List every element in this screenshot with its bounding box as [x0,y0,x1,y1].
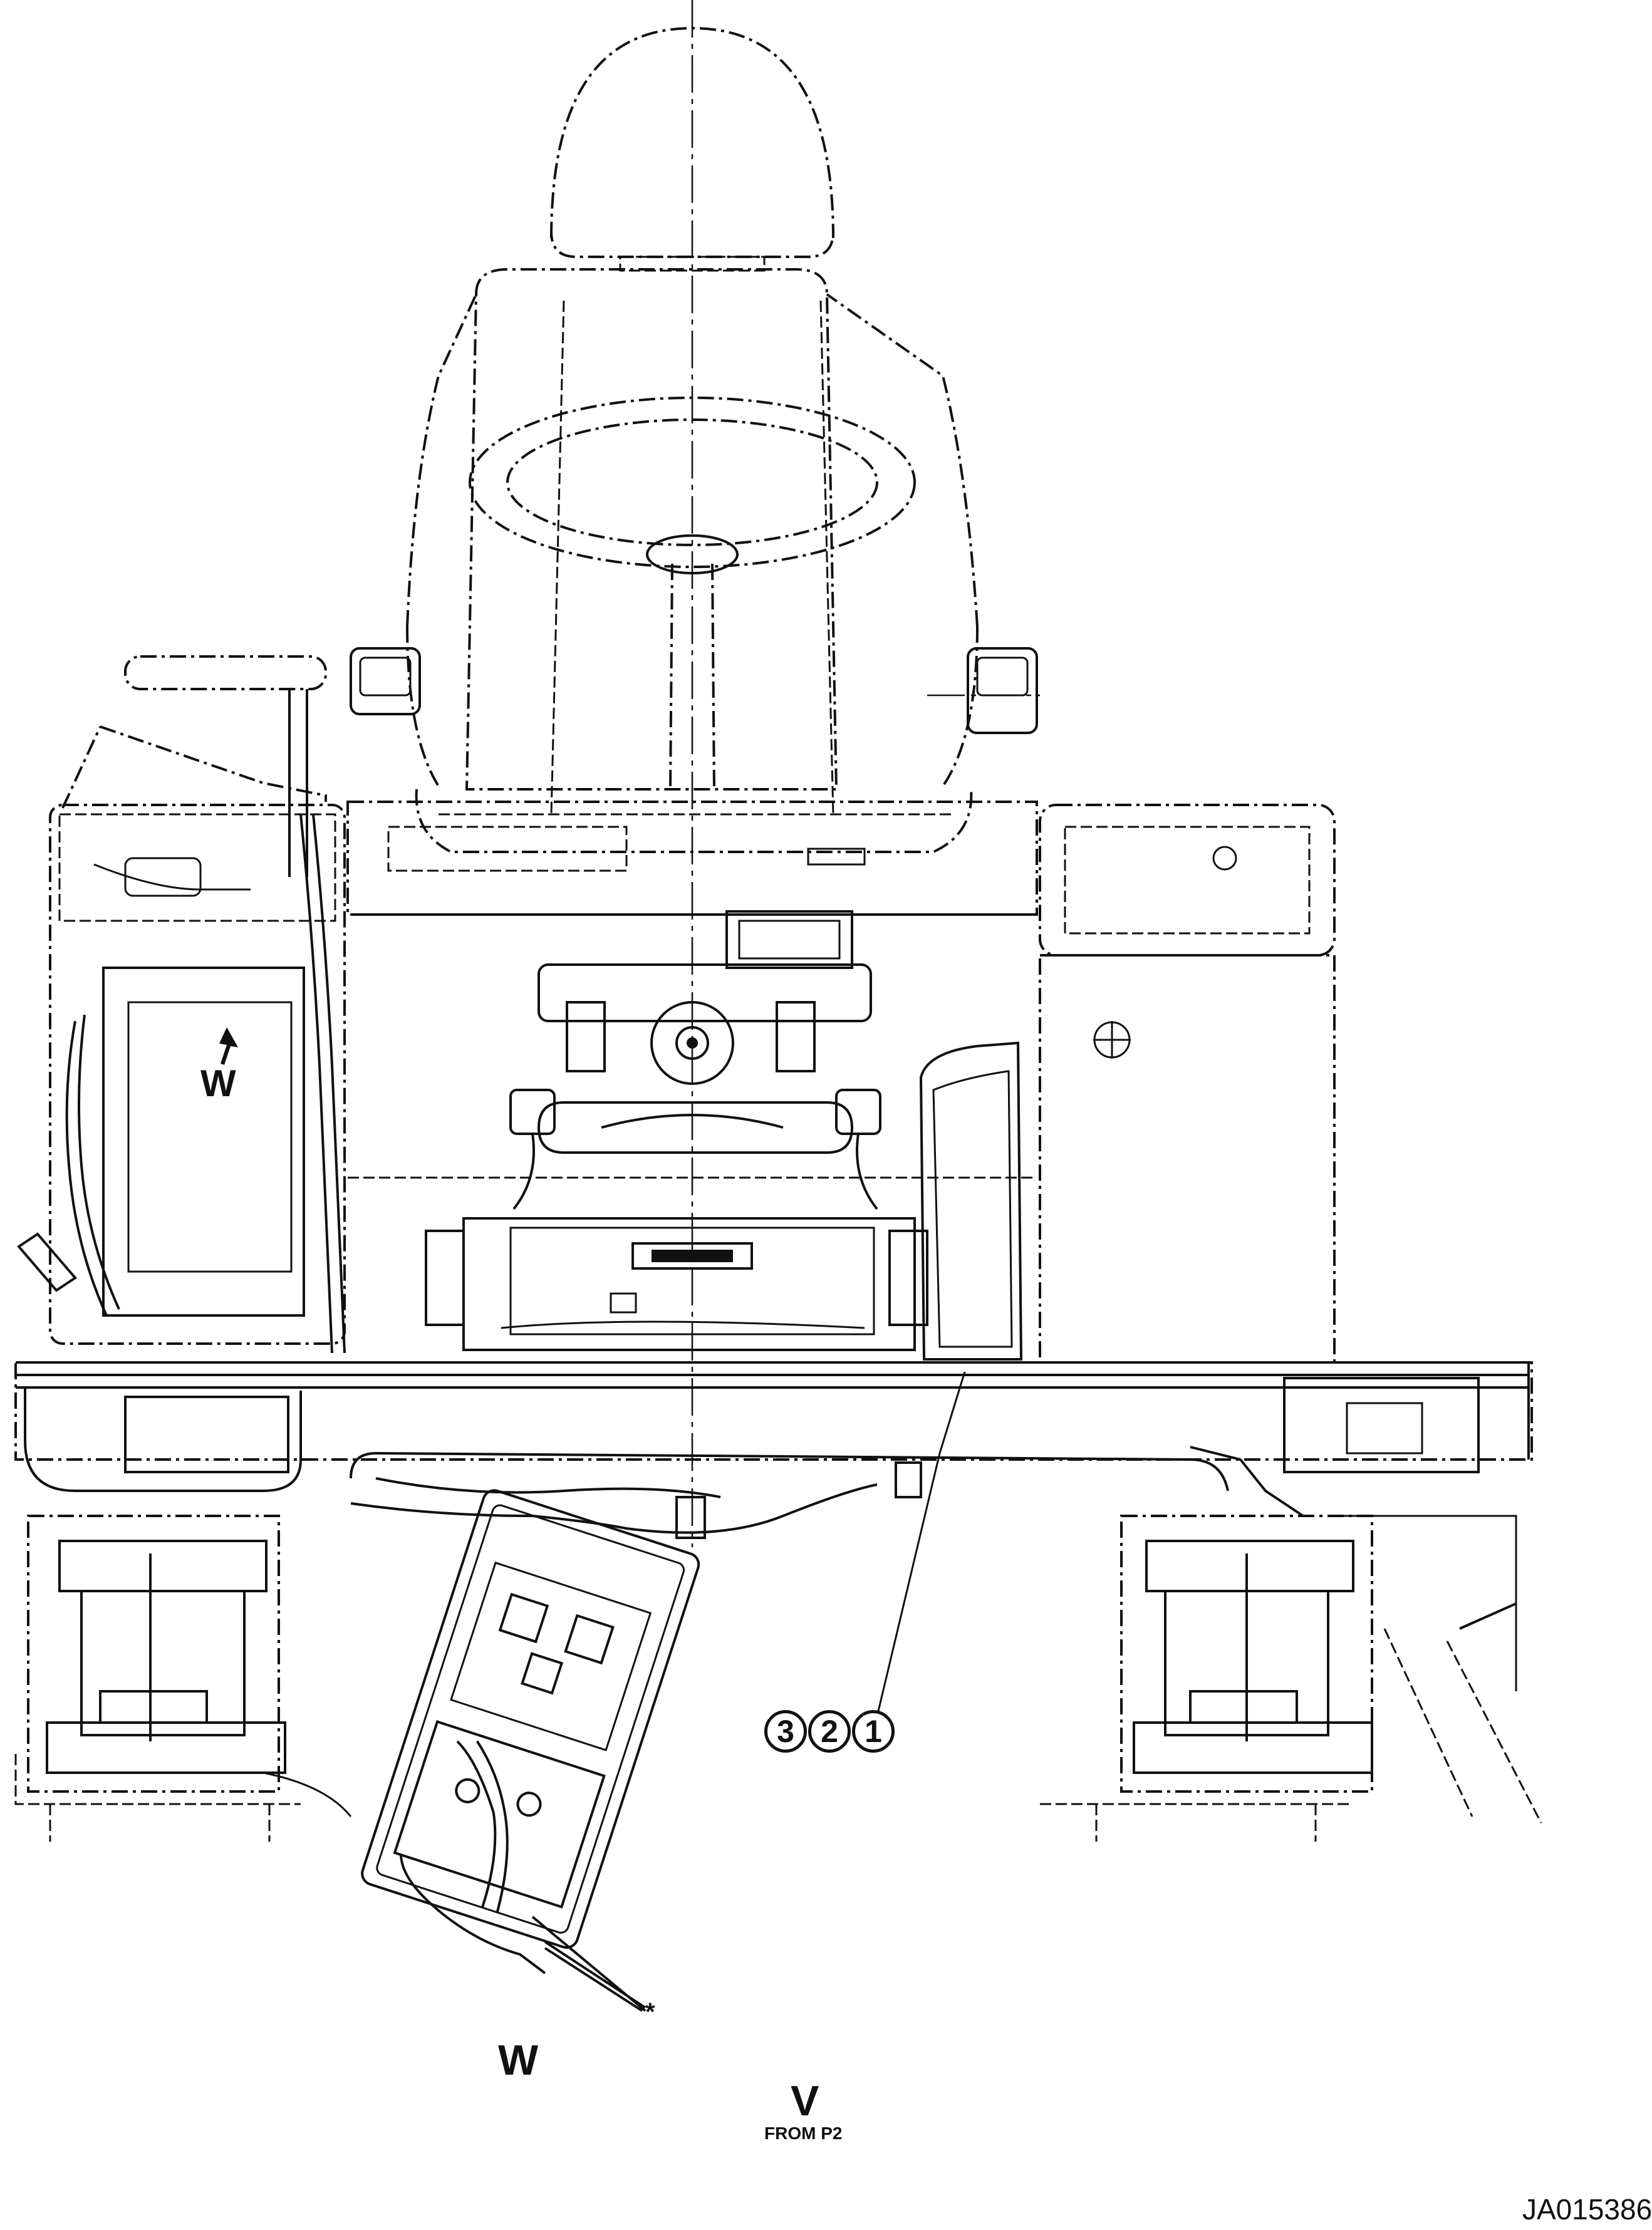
detail-view-w [361,1489,700,1949]
drawing-number: JA015386 [1522,2193,1652,2226]
operator-seat [350,26,1038,853]
callout-leader-upper [938,1371,966,1454]
view-label-w-lower: W [498,2036,539,2084]
left-wheel-housing [14,1515,352,1842]
right-wheel-housing [1040,1515,1542,1842]
chassis-frame [14,1361,1533,1539]
callout-leader [876,1453,941,1717]
callout-part-1: 1 [852,1710,895,1753]
callout-part-3: 3 [764,1710,807,1753]
asterisk-leaders [531,1916,647,2012]
view-source: FROM P2 [764,2124,843,2143]
left-control-console [17,655,346,1354]
view-arrow-icon [219,1027,238,1065]
view-label-w-upper: W [200,1062,236,1104]
asterisk-note: * [645,1998,655,2026]
view-letter: V [791,2077,819,2125]
right-panel [919,804,1336,1364]
detail-harness [400,1854,546,1974]
callout-part-2: 2 [808,1710,851,1753]
